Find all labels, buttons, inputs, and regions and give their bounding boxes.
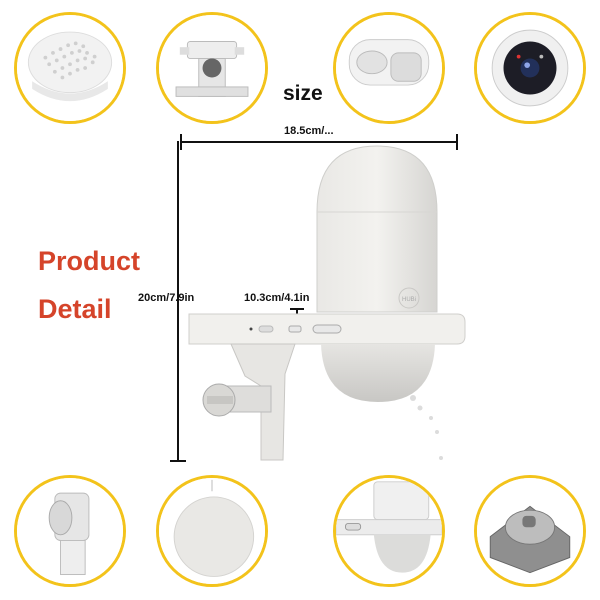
- detail-circle-camera: [474, 12, 586, 124]
- detail-circle-shelf-ports: [333, 475, 445, 587]
- detail-circle-dome: [156, 475, 268, 587]
- product-label-line2: Detail: [38, 294, 112, 324]
- detail-circle-top-cover: [333, 12, 445, 124]
- page-heading: size: [283, 82, 323, 105]
- detail-circle-grille: [14, 12, 126, 124]
- product-label-line1: Product: [38, 246, 141, 276]
- height-dimension-tick-bottom: [170, 460, 186, 462]
- width-dimension-tick-right: [456, 134, 458, 150]
- detail-circle-socket: [474, 475, 586, 587]
- width-dimension-label: 18.5cm/...: [284, 125, 334, 137]
- detail-circle-clamp-side: [14, 475, 126, 587]
- thickness-dimension-label: 10.3cm/4.1in: [244, 292, 310, 304]
- product-logo-text: HUBi: [402, 297, 416, 303]
- width-dimension-tick-left: [180, 134, 182, 150]
- height-dimension-label: 20cm/7.9in: [138, 292, 195, 304]
- detail-circle-mount-parts: [156, 12, 268, 124]
- thickness-dimension-tick-top: [290, 308, 304, 310]
- height-dimension-line: [177, 141, 179, 461]
- width-dimension-line: [180, 141, 458, 143]
- product-main-image: HUBi: [185, 140, 505, 470]
